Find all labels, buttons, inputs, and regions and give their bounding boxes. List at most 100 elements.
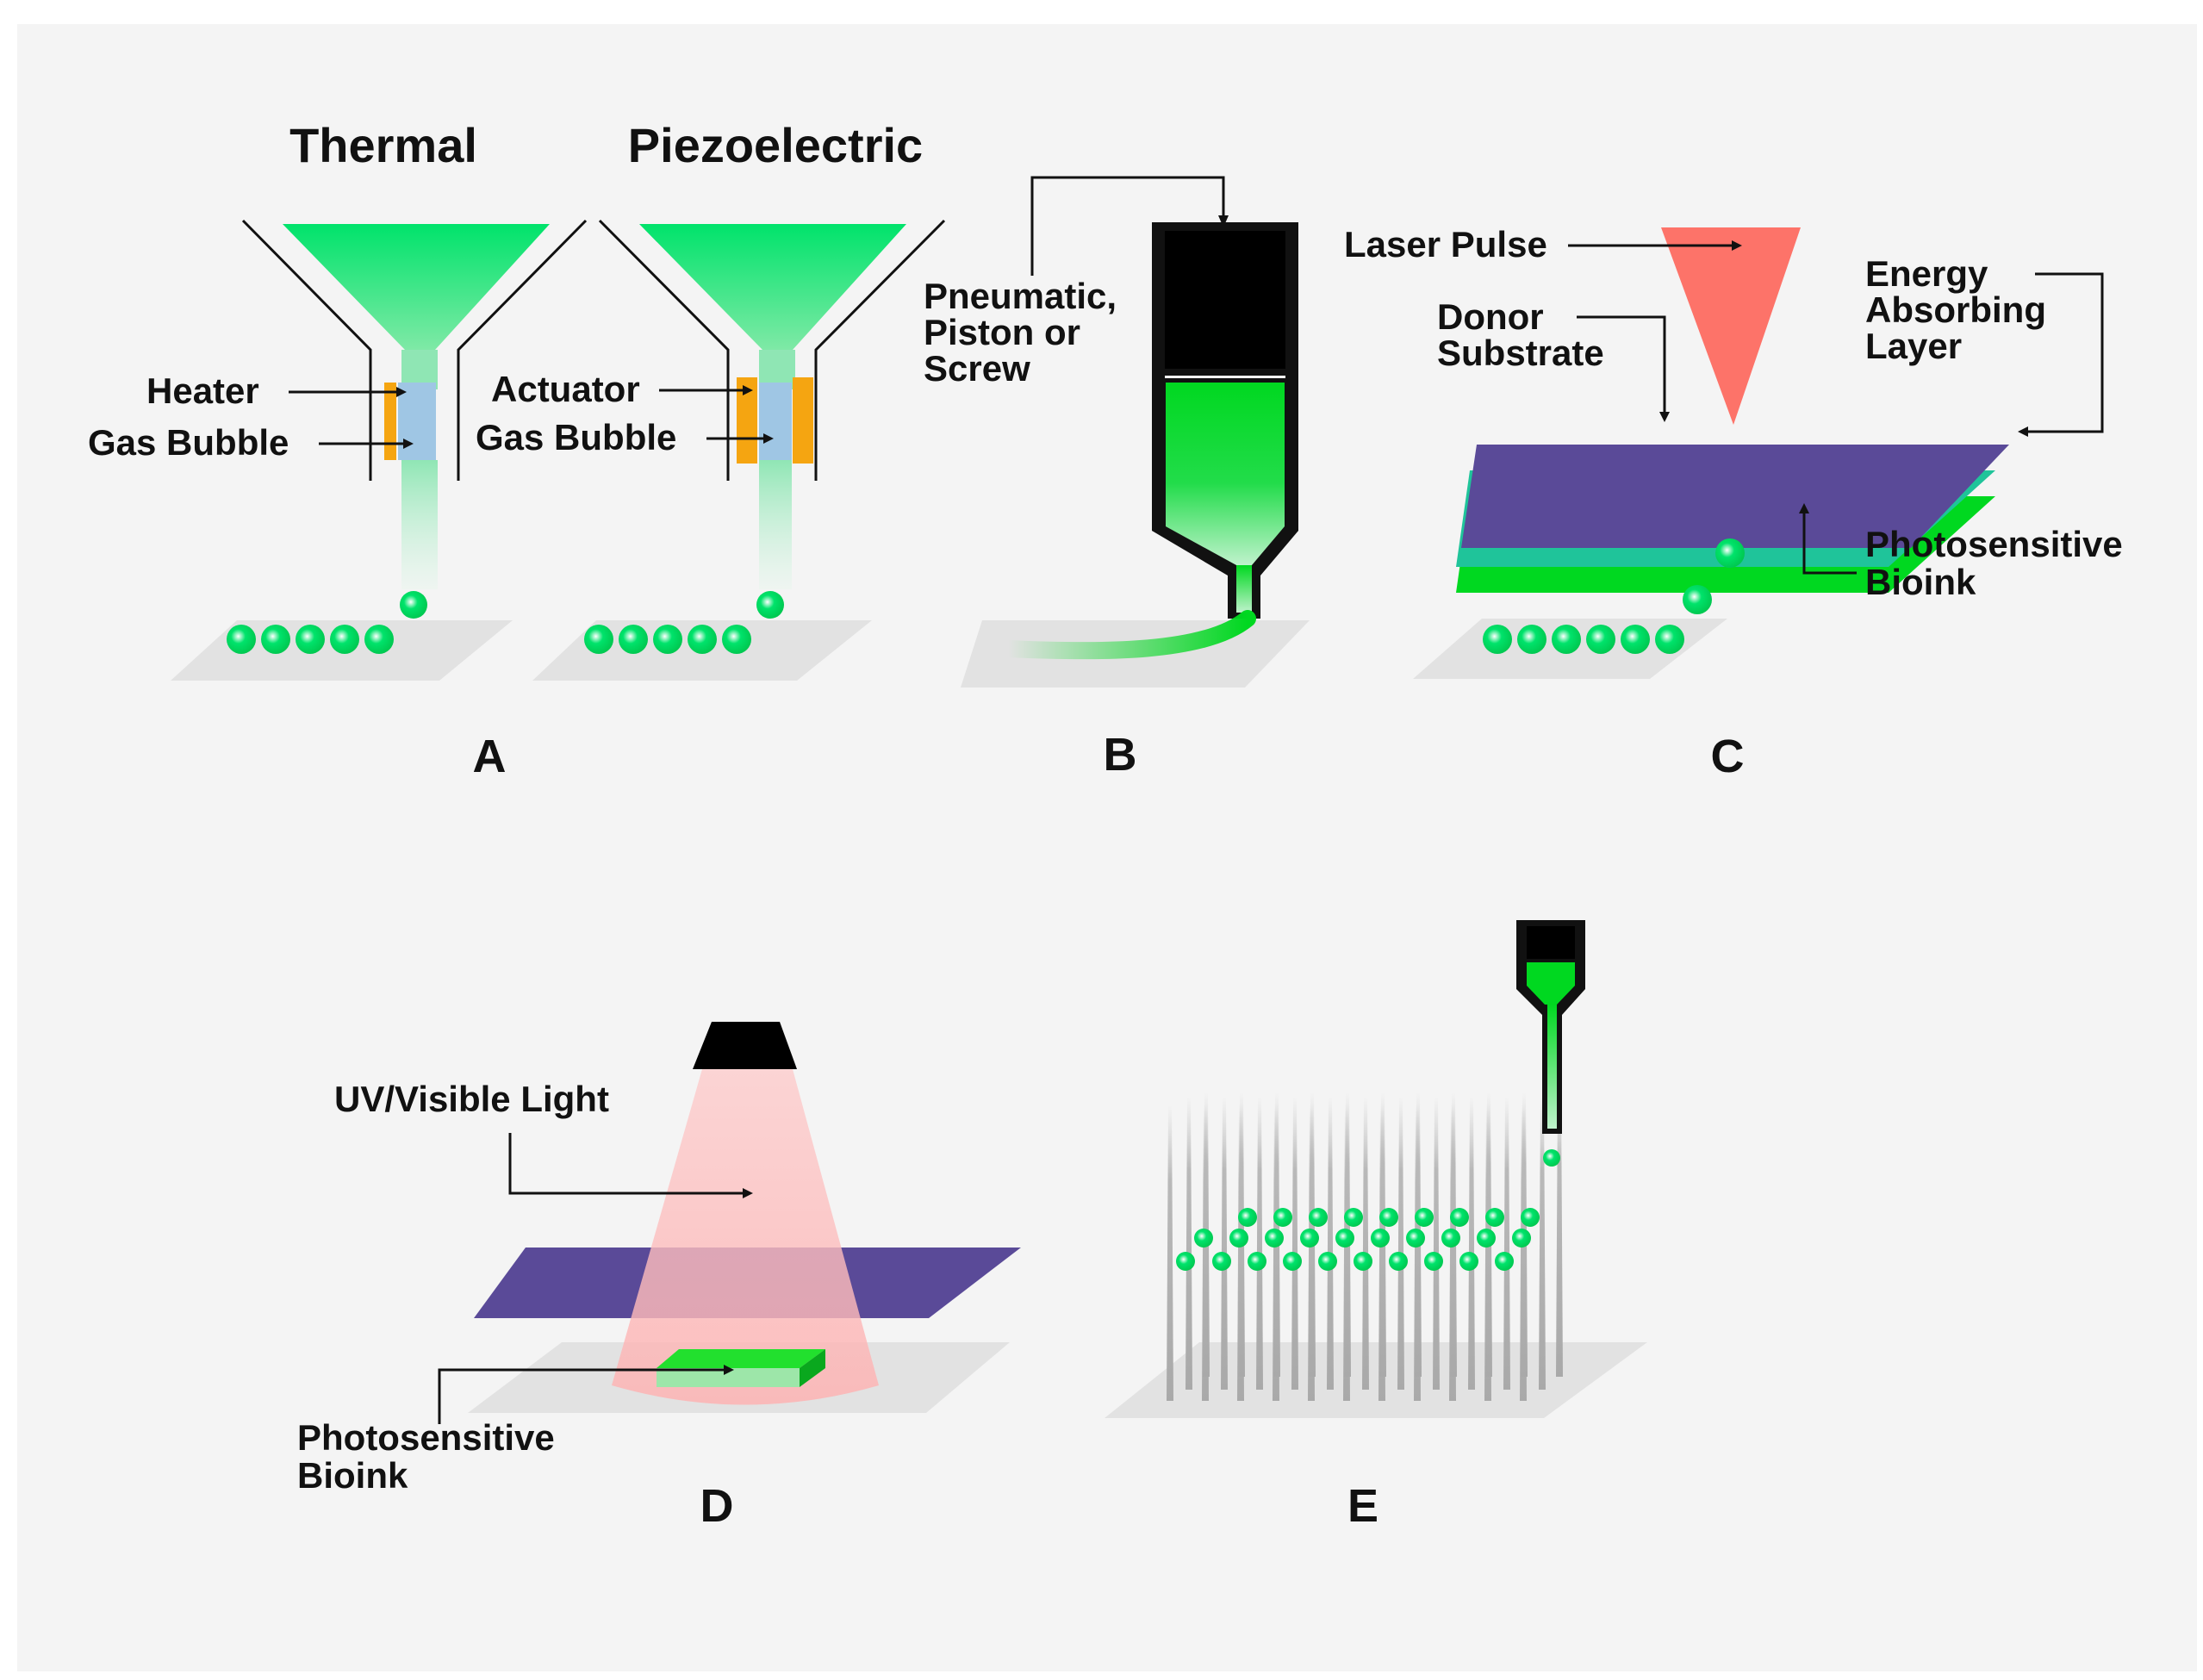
array-droplet (1176, 1252, 1195, 1271)
array-droplet (1194, 1229, 1213, 1248)
array-droplet (1335, 1229, 1354, 1248)
thermal-ink-reservoir (283, 224, 550, 350)
deposited-droplets (227, 625, 394, 654)
needle-pillar (1539, 1097, 1546, 1390)
array-droplet (1477, 1229, 1496, 1248)
donor-substrate-layer (1461, 445, 2009, 548)
array-droplet (1300, 1229, 1319, 1248)
array-droplet (1229, 1229, 1248, 1248)
panel-d-stereolithography: UV/Visible Light Photosensitive Bioink D (297, 1022, 1021, 1532)
photosensitive-label-line2: Bioink (1865, 562, 1976, 602)
cured-bioink-front (657, 1368, 800, 1387)
e-falling-droplet (1543, 1149, 1560, 1167)
panel-letter-d: D (700, 1480, 734, 1532)
bioink-barrel (1166, 383, 1285, 565)
energy-arrow (2028, 272, 2104, 433)
piezo-falling-droplet (756, 591, 784, 619)
needle-pillar (1221, 1097, 1228, 1390)
donor-label-line1: Donor (1437, 296, 1544, 337)
donor-label-line2: Substrate (1437, 333, 1604, 373)
energy-label-line3: Layer (1865, 326, 1962, 366)
panel-a-thermal: Thermal Heater Gas Bubble (88, 118, 588, 681)
array-droplet (1273, 1208, 1292, 1227)
laser-droplets (1483, 538, 1745, 654)
light-source (693, 1022, 797, 1069)
gas-bubble-label: Gas Bubble (88, 422, 289, 463)
laser-pulse-cone (1661, 227, 1801, 425)
piezo-gas-bubble (759, 383, 792, 460)
uv-light-arrow (508, 1133, 743, 1195)
piezo-ink-reservoir (639, 224, 906, 350)
array-droplet (1283, 1252, 1302, 1271)
needle-pillar (1397, 1097, 1404, 1390)
needle-pillar (1327, 1097, 1334, 1390)
needle-pillar (1256, 1097, 1263, 1390)
array-droplet (1212, 1252, 1231, 1271)
driver-label-line3: Screw (924, 348, 1030, 389)
needle-pillar (1503, 1097, 1510, 1390)
piezo-nozzle-wall-left (598, 219, 730, 481)
panel-letter-a: A (473, 731, 507, 782)
cured-bioink-side (800, 1349, 825, 1387)
uv-light-label: UV/Visible Light (334, 1079, 609, 1119)
diagram-svg: Thermal Heater Gas Bubble Piezoelectric (88, 118, 2123, 1532)
e-plunger (1527, 926, 1575, 959)
falling-droplet (400, 591, 427, 619)
d-photosensitive-arrow (438, 1368, 724, 1424)
array-droplet (1512, 1229, 1531, 1248)
photosensitive-arrow (1802, 513, 1857, 575)
panel-e-needle-array: E (1105, 920, 1647, 1532)
light-beam (612, 1069, 879, 1405)
diagram-canvas: Thermal Heater Gas Bubble Piezoelectric (17, 24, 2197, 1671)
energy-label-line1: Energy (1865, 253, 1988, 294)
energy-label-line2: Absorbing (1865, 289, 2046, 330)
array-droplet (1495, 1252, 1514, 1271)
ink-stream (401, 460, 438, 589)
array-droplet (1485, 1208, 1504, 1227)
array-droplet (1441, 1229, 1460, 1248)
array-droplet (1248, 1252, 1266, 1271)
e-ink (1527, 962, 1575, 1005)
e-nozzle-tip (1547, 1005, 1557, 1129)
array-droplet (1265, 1229, 1284, 1248)
laser-pulse-label: Laser Pulse (1344, 224, 1547, 264)
thermal-title: Thermal (289, 118, 477, 172)
array-droplet (1318, 1252, 1337, 1271)
pressure-arrow-line (1030, 176, 1225, 276)
panel-letter-c: C (1711, 731, 1745, 782)
actuator-right (793, 377, 813, 464)
d-photosensitive-label-line1: Photosensitive (297, 1417, 555, 1458)
extruded-strand (999, 610, 1256, 660)
driver-label-line2: Piston or (924, 312, 1080, 352)
array-droplet (1406, 1229, 1425, 1248)
needle-pillar (1468, 1097, 1475, 1390)
driver-label-line1: Pneumatic, (924, 276, 1117, 316)
array-droplet (1238, 1208, 1257, 1227)
panel-letter-b: B (1104, 729, 1137, 781)
heater-element (384, 383, 396, 460)
piezo-title: Piezoelectric (628, 118, 923, 172)
needle-pillar (1362, 1097, 1369, 1390)
array-droplet (1521, 1208, 1540, 1227)
array-droplet (1459, 1252, 1478, 1271)
array-droplets (1176, 1208, 1540, 1271)
needle-pillar (1167, 1105, 1173, 1401)
needle-pillar (1186, 1097, 1192, 1390)
panel-letter-e: E (1347, 1480, 1378, 1532)
needle-pillar (1433, 1097, 1440, 1390)
panel-c-laser: Laser Pulse Donor Substrate Energy Absor… (1344, 224, 2123, 782)
thermal-nozzle-wall-right (457, 219, 588, 481)
piezo-nozzle-wall-right (814, 219, 946, 481)
array-droplet (1450, 1208, 1469, 1227)
heater-label: Heater (146, 370, 259, 411)
needle-pillar (1556, 1092, 1563, 1377)
thermal-nozzle-wall-left (241, 219, 372, 481)
array-droplet (1424, 1252, 1443, 1271)
piezo-ink-stream (759, 460, 792, 589)
piezo-deposited-droplets (584, 625, 751, 654)
array-droplet (1415, 1208, 1434, 1227)
array-droplet (1354, 1252, 1372, 1271)
array-droplet (1371, 1229, 1390, 1248)
plunger (1165, 231, 1285, 369)
array-droplet (1379, 1208, 1398, 1227)
